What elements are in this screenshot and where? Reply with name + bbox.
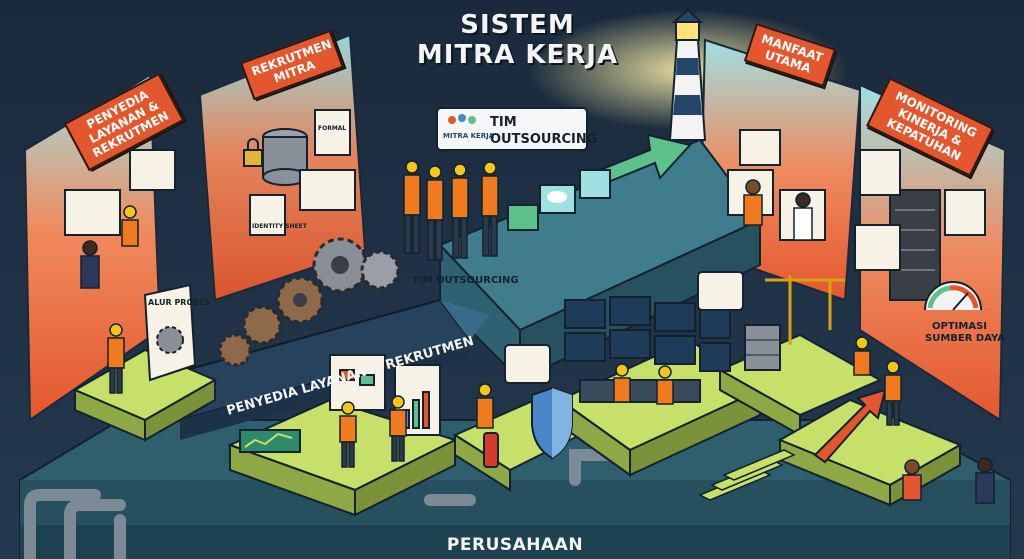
stairs xyxy=(698,449,796,501)
server-stack-center xyxy=(744,324,781,371)
lock-icon xyxy=(243,138,263,167)
tim-outsourcing-label: TIM OUTSOURCING xyxy=(412,275,519,286)
optimasi-label-2: SUMBER DAYA xyxy=(925,333,1005,344)
fire-extinguisher-icon xyxy=(483,432,499,468)
optimasi-label-1: OPTIMASI xyxy=(932,321,987,332)
title-line-2: MITRA KERJA xyxy=(416,40,619,70)
crane-icon xyxy=(765,275,845,345)
alur-proses-label: ALUR PROSES xyxy=(148,298,210,307)
cloud-icon xyxy=(507,169,611,231)
speech-bubbles xyxy=(504,271,744,384)
arrow-up-icon xyxy=(813,388,887,464)
tim-card-label-2: OUTSOURCING xyxy=(490,132,597,147)
growth-arrow xyxy=(598,133,692,184)
workers xyxy=(80,160,995,504)
identity-sheet-label: IDENTITY SHEET xyxy=(252,223,308,230)
tim-card-label-1: TIM xyxy=(490,115,517,130)
title-line-1: SISTEM xyxy=(460,10,575,40)
tim-card-logo-text: MITRA KERJA xyxy=(443,132,495,140)
base-label: PERUSAHAAN xyxy=(446,535,584,555)
formal-doc-label: FORMAL xyxy=(318,125,346,132)
lighthouse-icon xyxy=(668,8,707,141)
alur-proses-panel xyxy=(143,283,197,382)
team-group xyxy=(403,160,499,261)
gear-cluster xyxy=(218,237,400,367)
gauge-icon xyxy=(924,281,982,311)
shield-icon xyxy=(531,386,573,460)
tim-outsourcing-card: MITRA KERJA TIM OUTSOURCING xyxy=(436,107,597,151)
diagram-title: SISTEM MITRA KERJA xyxy=(400,10,635,70)
base-platform xyxy=(19,419,1011,559)
